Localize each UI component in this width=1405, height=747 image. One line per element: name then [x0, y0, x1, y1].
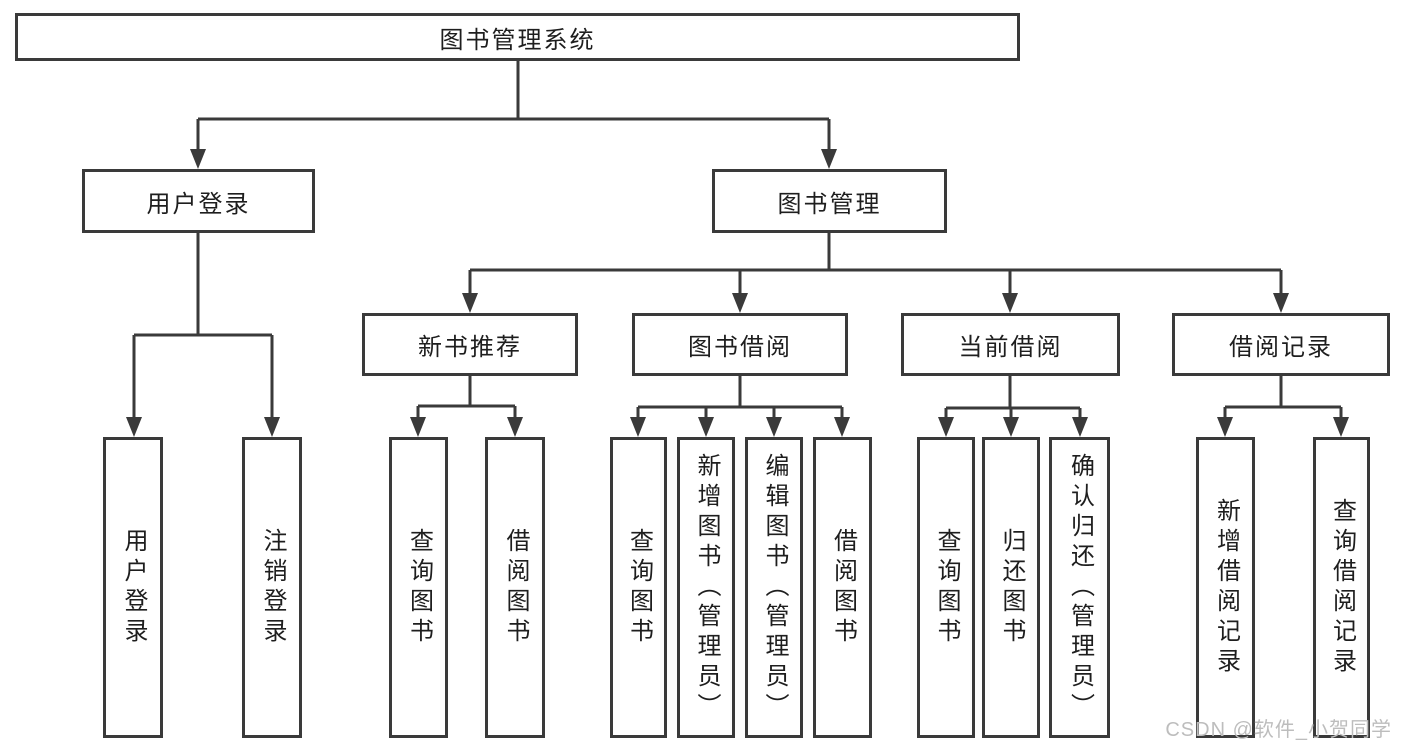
leaf-borrow-book-recommend: 借阅图书	[485, 437, 545, 738]
node-book-management: 图书管理	[712, 169, 947, 233]
leaf-edit-book-admin-label: 编辑图书（管理员）	[761, 452, 788, 723]
node-new-book-recommend: 新书推荐	[362, 313, 578, 376]
leaf-query-borrow-record: 查询借阅记录	[1313, 437, 1370, 738]
csdn-watermark: CSDN @软件_小贺同学	[1165, 719, 1392, 741]
leaf-return-book-label: 归还图书	[998, 527, 1025, 648]
leaf-logout-login: 注销登录	[242, 437, 302, 738]
leaf-query-book-borrowing: 查询图书	[610, 437, 667, 738]
leaf-add-borrow-record-label: 新增借阅记录	[1212, 497, 1240, 678]
leaf-query-book-recommend-label: 查询图书	[405, 527, 433, 648]
leaf-add-book-admin: 新增图书（管理员）	[677, 437, 735, 738]
leaf-borrow-book: 借阅图书	[813, 437, 872, 738]
node-user-login: 用户登录	[82, 169, 315, 233]
leaf-query-borrow-record-label: 查询借阅记录	[1328, 497, 1356, 678]
node-borrowing-records: 借阅记录	[1172, 313, 1390, 376]
leaf-query-book-recommend: 查询图书	[389, 437, 448, 738]
leaf-query-book-current: 查询图书	[917, 437, 975, 738]
leaf-query-book-current-label: 查询图书	[933, 527, 960, 648]
leaf-borrow-book-label: 借阅图书	[829, 527, 857, 648]
leaf-add-book-admin-label: 新增图书（管理员）	[693, 452, 720, 723]
leaf-user-login-label: 用户登录	[120, 527, 147, 648]
leaf-user-login: 用户登录	[103, 437, 163, 738]
leaf-edit-book-admin: 编辑图书（管理员）	[745, 437, 803, 738]
node-root: 图书管理系统	[15, 13, 1020, 61]
node-book-borrowing: 图书借阅	[632, 313, 848, 376]
leaf-borrow-book-recommend-label: 借阅图书	[502, 527, 529, 648]
leaf-return-book: 归还图书	[982, 437, 1040, 738]
leaf-confirm-return-admin: 确认归还（管理员）	[1049, 437, 1110, 738]
leaf-logout-login-label: 注销登录	[259, 527, 286, 648]
leaf-add-borrow-record: 新增借阅记录	[1196, 437, 1255, 738]
leaf-confirm-return-admin-label: 确认归还（管理员）	[1066, 452, 1094, 723]
node-current-borrowing: 当前借阅	[901, 313, 1120, 376]
leaf-query-book-borrowing-label: 查询图书	[625, 527, 653, 648]
